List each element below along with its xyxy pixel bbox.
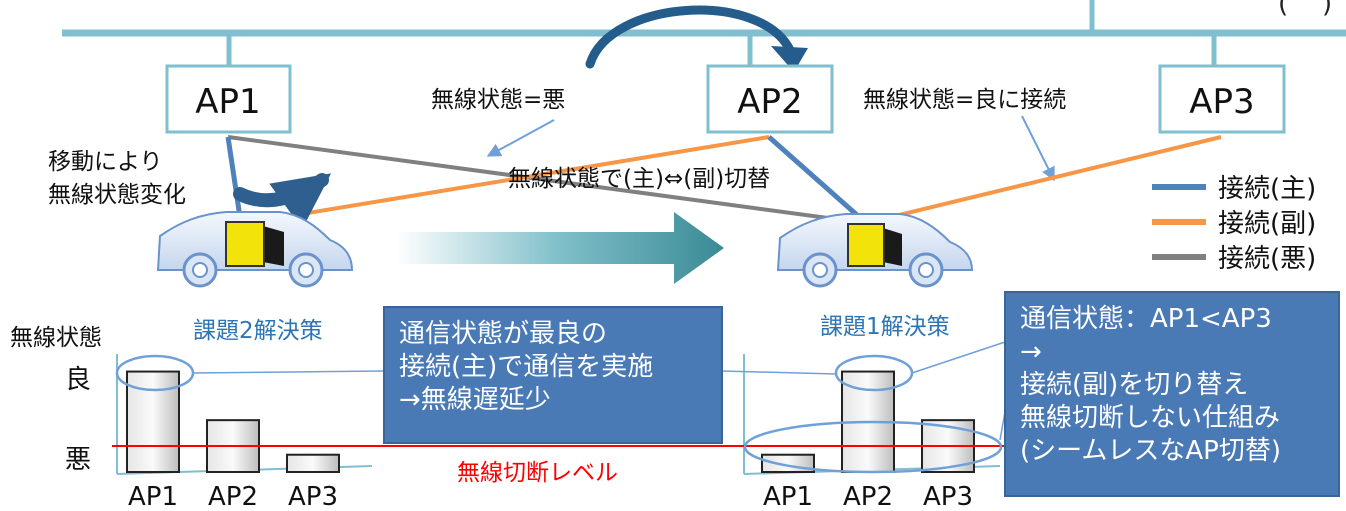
left-tick-ap1: AP1	[128, 482, 178, 511]
left-tick-ap2: AP2	[208, 482, 258, 511]
movement-label-line1: 移動により	[48, 149, 163, 175]
access-point-ap3: AP3	[1158, 64, 1286, 134]
switch-label: 無線状態で(主)⇔(副)切替	[508, 166, 770, 192]
network-bus	[62, 0, 1346, 66]
right-tick-ap2: AP2	[843, 482, 893, 511]
legend: 接続(主) 接続(副) 接続(悪)	[1152, 174, 1316, 274]
right-chart-title: 課題1解決策	[820, 314, 950, 340]
right-callout-line3: 接続(副)を切り替え	[1020, 370, 1249, 400]
left-chart-title: 課題2解決策	[193, 318, 323, 344]
movement-big-arrow	[396, 212, 724, 284]
left-tick-ap3: AP3	[288, 482, 338, 511]
connection-sub-car2-ap3	[865, 135, 1222, 225]
connection-bad-ap1-car2	[227, 135, 866, 225]
access-point-ap1: AP1	[165, 64, 292, 134]
left-callout-connector	[192, 370, 385, 374]
good-state-label: 無線状態=良に接続	[863, 87, 1066, 113]
good-state-pointer	[1021, 115, 1055, 182]
level-bad-label: 悪	[65, 445, 91, 475]
movement-label-line2: 無線状態変化	[48, 182, 186, 208]
legend-label-main: 接続(主)	[1218, 174, 1316, 204]
right-highlight-ellipse-bottom	[743, 420, 1003, 474]
movement-arrow	[233, 173, 332, 229]
left-callout-line2: 接続(主)で通信を実施	[399, 352, 654, 382]
bad-state-label: 無線状態=悪	[431, 87, 565, 113]
bad-state-pointer	[486, 119, 555, 157]
car-1-icon	[156, 211, 354, 288]
connection-main-ap1-car1	[225, 136, 244, 225]
right-callout-line2: →	[1020, 337, 1042, 367]
top-right-fragment: (	[1278, 0, 1288, 19]
right-chart-ticks: AP1 AP2 AP3	[763, 482, 973, 511]
right-callout-box: 通信状態：AP1<AP3 → 接続(副)を切り替え 無線切断しない仕組み (シー…	[1004, 291, 1340, 497]
cutoff-label: 無線切断レベル	[457, 460, 618, 486]
right-callout-line1: 通信状態：AP1<AP3	[1020, 304, 1272, 334]
level-good-label: 良	[65, 365, 91, 395]
car-2-icon	[776, 213, 974, 288]
right-callout-connector-top	[911, 341, 1006, 374]
curved-transfer-arrow	[585, 5, 795, 69]
legend-label-bad: 接続(悪)	[1218, 244, 1316, 274]
left-callout-line3: →無線遅延少	[399, 385, 551, 415]
ap3-label: AP3	[1189, 82, 1254, 122]
left-callout-line1: 通信状態が最良の	[399, 319, 608, 349]
right-callout-line5: (シームレスなAP切替)	[1020, 436, 1281, 466]
right-callout-line4: 無線切断しない仕組み	[1020, 403, 1281, 433]
curved-transfer-arrowhead	[771, 46, 808, 72]
left-callout-box: 通信状態が最良の 接続(主)で通信を実施 →無線遅延少	[383, 306, 723, 444]
left-chart-bars	[126, 370, 340, 474]
left-callout-connector-right	[721, 370, 837, 375]
left-chart-ticks: AP1 AP2 AP3	[128, 482, 338, 511]
chart-ylabel: 無線状態	[10, 325, 102, 351]
legend-label-sub: 接続(副)	[1218, 209, 1316, 239]
ap1-label: AP1	[195, 82, 260, 122]
access-point-ap2: AP2	[706, 64, 834, 134]
top-right-fragment2: )	[1322, 0, 1332, 19]
right-tick-ap1: AP1	[763, 482, 813, 511]
connection-main-ap2-car2	[767, 135, 868, 225]
ap2-label: AP2	[737, 82, 802, 122]
right-tick-ap3: AP3	[923, 482, 973, 511]
left-bar-ap3	[286, 453, 340, 474]
